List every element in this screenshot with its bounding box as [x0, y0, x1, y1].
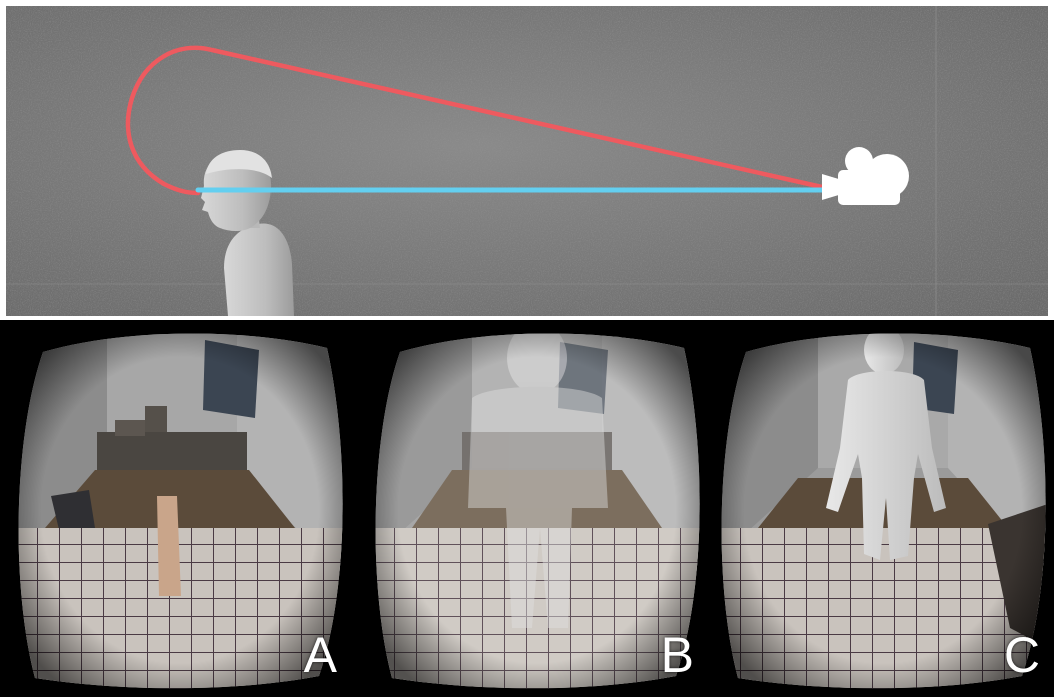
view-label-c: C — [1003, 627, 1040, 683]
person-hair — [206, 150, 272, 178]
vr-view-c: C — [718, 328, 1048, 692]
view-c-scene — [721, 333, 1046, 689]
top-view-panel — [0, 0, 1054, 320]
view-b-scene — [375, 333, 700, 689]
red-camera-path — [125, 45, 825, 196]
concrete-wall-backdrop — [6, 6, 1048, 316]
vr-views-panel: A — [0, 320, 1054, 697]
view-label-b: B — [660, 627, 694, 683]
view-label-a: A — [303, 627, 337, 683]
vr-view-a: A — [15, 328, 345, 692]
view-a-scene — [18, 333, 343, 689]
top-view-svg — [6, 6, 1048, 316]
camera-icon — [822, 147, 909, 205]
person-figure — [201, 150, 294, 316]
person-torso — [224, 223, 294, 316]
vr-view-b: B — [372, 328, 702, 692]
